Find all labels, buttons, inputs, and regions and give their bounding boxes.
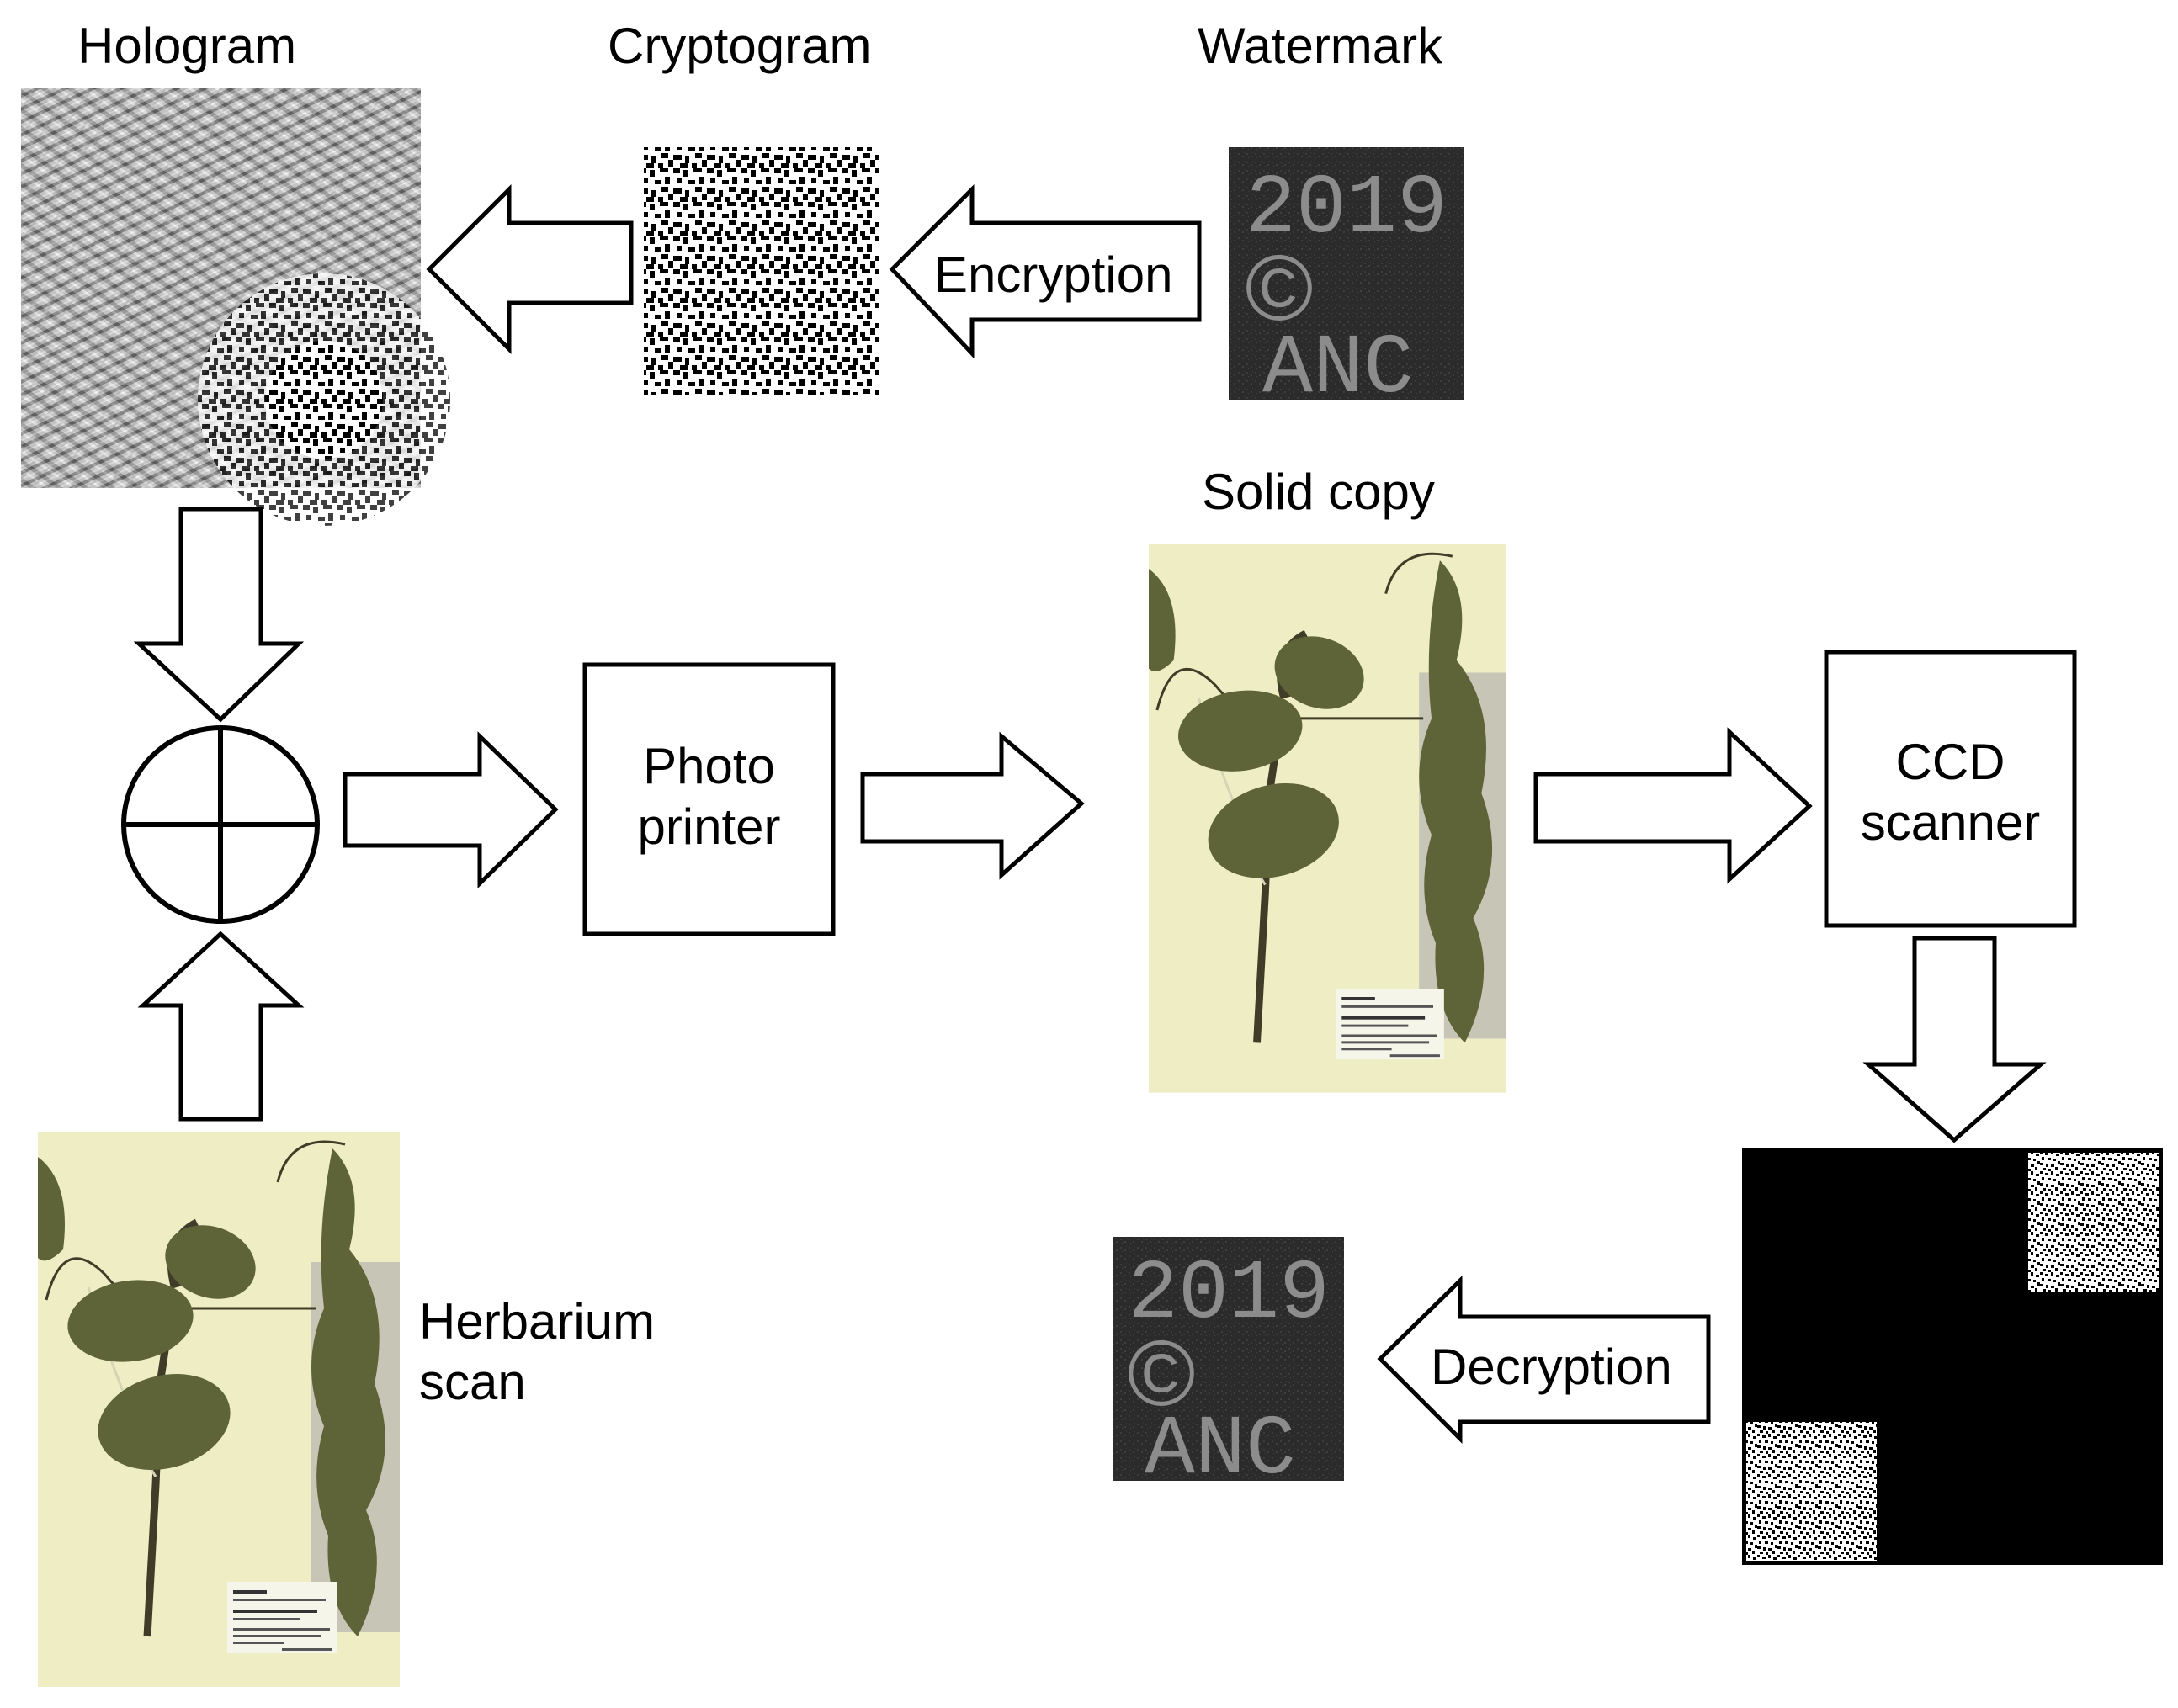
decrypted-watermark-line1: 2019: [1128, 1248, 1330, 1343]
combiner-to-printer-arrow: [343, 731, 559, 888]
decrypted-watermark-line3: ANC: [1145, 1403, 1296, 1498]
hologram-image: [21, 88, 450, 526]
photo-printer-label-line2: printer: [637, 798, 781, 855]
ccd-scanner-label: CCD scanner: [1826, 732, 2074, 853]
watermark-line3: ANC: [1262, 322, 1414, 417]
decryption-arrow: [1377, 1276, 1711, 1445]
photo-printer-box: [582, 662, 836, 936]
ccd-scanner-label-line2: scanner: [1860, 794, 2041, 851]
printer-to-copy-arrow: [860, 731, 1085, 880]
encryption-arrow: [889, 183, 1202, 359]
photo-printer-label-line1: Photo: [643, 738, 775, 794]
ccd-scanner-label-line1: CCD: [1895, 734, 2005, 790]
cryptogram-to-hologram-arrow: [426, 183, 634, 355]
copy-to-scanner-arrow: [1533, 727, 1813, 884]
encryption-label: Encryption: [934, 247, 1173, 303]
ccd-scanner-box: [1824, 650, 2077, 928]
hologram-to-combiner-arrow: [133, 507, 305, 723]
reconstruction-image: [1742, 1148, 2163, 1565]
solid-copy-label: Solid copy: [1202, 464, 1435, 520]
cryptogram-label: Cryptogram: [608, 18, 872, 74]
decryption-label: Decryption: [1431, 1339, 1672, 1395]
solid-copy-image: [1149, 544, 1506, 1092]
herbarium-scan-image: [38, 1132, 400, 1687]
hologram-label: Hologram: [77, 18, 297, 74]
watermark-image: 2019 © ANC: [1229, 147, 1464, 417]
combiner-icon: [121, 725, 320, 924]
herbarium-scan-label: Herbarium scan: [419, 1292, 655, 1413]
photo-printer-label: Photo printer: [585, 736, 833, 857]
watermark-line2: ©: [1245, 236, 1313, 340]
cryptogram-image: [644, 147, 879, 395]
herbarium-to-combiner-arrow: [137, 931, 305, 1122]
decrypted-watermark-image: 2019 © ANC: [1113, 1237, 1344, 1498]
watermark-label: Watermark: [1198, 18, 1443, 74]
herbarium-scan-label-line1: Herbarium: [419, 1293, 656, 1350]
watermark-line1: 2019: [1246, 162, 1448, 257]
decrypted-watermark-line2: ©: [1127, 1322, 1195, 1425]
scanner-to-reconstruction-arrow: [1862, 936, 2047, 1143]
herbarium-scan-label-line2: scan: [419, 1354, 526, 1410]
